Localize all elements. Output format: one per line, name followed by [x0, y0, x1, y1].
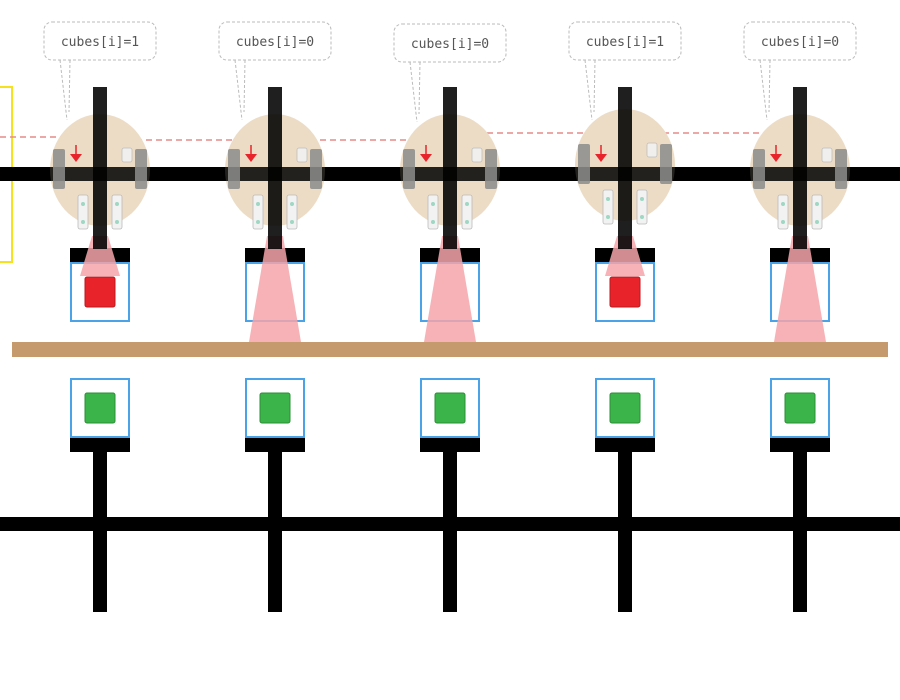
- sensor-led: [256, 202, 260, 206]
- line-sensor-right: [811, 194, 823, 230]
- right-wheel: [660, 144, 672, 184]
- marker-icon: [821, 147, 833, 163]
- track-crossing: [750, 167, 850, 181]
- arrow-down-icon: [770, 154, 782, 162]
- bottom-vertical-track: [268, 440, 282, 612]
- green-cube: [259, 392, 291, 424]
- green-cube: [784, 392, 816, 424]
- bottom-slot-holder: [770, 437, 830, 452]
- bottom-vertical-track: [443, 440, 457, 612]
- line-sensor-left: [252, 194, 264, 230]
- sensor-led: [465, 202, 469, 206]
- marker-icon: [471, 147, 483, 163]
- sensor-led: [815, 202, 819, 206]
- red-cube: [609, 276, 641, 308]
- column-5: cubes[i]=0: [743, 21, 857, 612]
- marker-icon: [646, 142, 658, 158]
- track-crossing: [225, 167, 325, 181]
- sensor-led: [431, 220, 435, 224]
- column-4: cubes[i]=1: [568, 21, 682, 612]
- thought-bubble: [43, 21, 157, 61]
- line-sensor-right: [636, 189, 648, 225]
- column-2: cubes[i]=0: [218, 21, 332, 612]
- sensor-led: [815, 220, 819, 224]
- arrow-down-icon: [70, 154, 82, 162]
- bubble-text: cubes[i]=0: [236, 35, 314, 50]
- thought-bubble: [218, 21, 332, 61]
- track-crossing: [400, 167, 500, 181]
- sensor-led: [640, 215, 644, 219]
- line-sensor-left: [777, 194, 789, 230]
- thought-bubble: [568, 21, 682, 61]
- bubble-text: cubes[i]=0: [761, 35, 839, 50]
- sensor-beam: [249, 236, 301, 342]
- line-sensor-right: [286, 194, 298, 230]
- left-wheel: [753, 149, 765, 189]
- track-crossing: [50, 167, 150, 181]
- right-wheel: [310, 149, 322, 189]
- bottom-vertical-track: [93, 440, 107, 612]
- left-wheel: [53, 149, 65, 189]
- left-wheel: [403, 149, 415, 189]
- line-sensor-right: [461, 194, 473, 230]
- sensor-led: [290, 220, 294, 224]
- sensor-led: [81, 220, 85, 224]
- sensor-led: [81, 202, 85, 206]
- column-3: cubes[i]=0: [393, 23, 507, 612]
- green-cube: [609, 392, 641, 424]
- marker-icon: [121, 147, 133, 163]
- sensor-led: [115, 220, 119, 224]
- line-sensor-left: [602, 189, 614, 225]
- green-cube: [434, 392, 466, 424]
- right-wheel: [135, 149, 147, 189]
- left-wheel: [228, 149, 240, 189]
- green-cube: [84, 392, 116, 424]
- thought-bubble: [743, 21, 857, 61]
- bottom-vertical-track: [618, 440, 632, 612]
- sensor-beam: [774, 236, 826, 342]
- sensor-led: [115, 202, 119, 206]
- arrow-down-icon: [420, 154, 432, 162]
- bubble-text: cubes[i]=1: [61, 35, 139, 50]
- bubble-text: cubes[i]=1: [586, 35, 664, 50]
- column-1: cubes[i]=1: [43, 21, 157, 612]
- sensor-led: [640, 197, 644, 201]
- thought-bubble: [393, 23, 507, 63]
- sensor-led: [465, 220, 469, 224]
- sensor-led: [781, 202, 785, 206]
- arrow-down-icon: [595, 154, 607, 162]
- sensor-led: [606, 197, 610, 201]
- sensor-beam: [605, 236, 645, 276]
- red-cube: [84, 276, 116, 308]
- sensor-beam: [424, 236, 476, 342]
- bottom-vertical-track: [793, 440, 807, 612]
- bubble-tail: [584, 59, 596, 121]
- sensor-led: [431, 202, 435, 206]
- sensor-led: [256, 220, 260, 224]
- arrow-down-icon: [245, 154, 257, 162]
- bubble-tail: [59, 59, 71, 121]
- bubble-tail: [409, 61, 421, 123]
- line-sensor-right: [111, 194, 123, 230]
- line-sensor-left: [427, 194, 439, 230]
- sensor-led: [290, 202, 294, 206]
- bottom-slot-holder: [595, 437, 655, 452]
- bubble-tail: [759, 59, 771, 121]
- marker-icon: [296, 147, 308, 163]
- sensor-beam: [80, 236, 120, 276]
- track-crossing: [575, 167, 675, 181]
- bubble-text: cubes[i]=0: [411, 37, 489, 52]
- bubble-tail: [234, 59, 246, 121]
- left-wheel: [578, 144, 590, 184]
- bottom-slot-holder: [70, 437, 130, 452]
- bottom-slot-holder: [420, 437, 480, 452]
- right-wheel: [485, 149, 497, 189]
- line-sensor-left: [77, 194, 89, 230]
- wall: [12, 342, 888, 357]
- sensor-led: [606, 215, 610, 219]
- right-wheel: [835, 149, 847, 189]
- sensor-led: [781, 220, 785, 224]
- bottom-slot-holder: [245, 437, 305, 452]
